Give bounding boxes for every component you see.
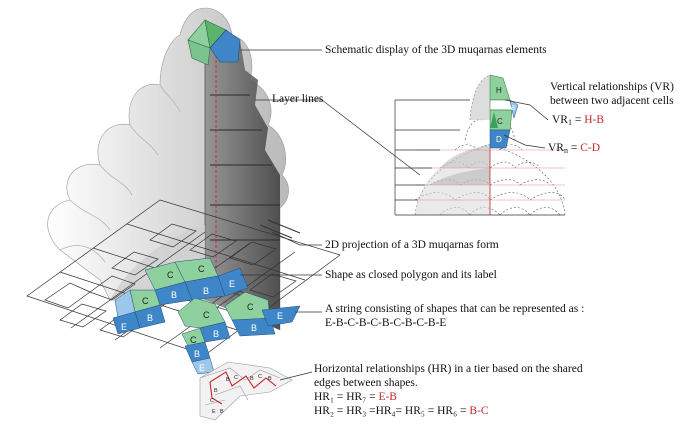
model-layer-steps — [210, 94, 280, 241]
hr1-value: E-B — [378, 391, 397, 403]
string-label-e1: E — [277, 311, 283, 321]
string-label-c3: C — [190, 335, 197, 345]
label-hr2: HR₂ = HR₃ =HR₄= HR₅ = HR₆ = B-C — [314, 404, 489, 418]
cell-label-e3: E — [121, 322, 127, 332]
cell-label-c: C — [497, 117, 503, 126]
vr1-value: H-B — [584, 114, 605, 126]
vr1-prefix: VR — [552, 114, 568, 126]
label-projection: 2D projection of a 3D muqarnas form — [325, 239, 499, 251]
svg-text:B: B — [220, 409, 224, 415]
svg-text:B: B — [214, 388, 218, 394]
svg-text:B: B — [250, 376, 254, 382]
hr-detail: B C B C B B C E B — [199, 361, 293, 421]
label-vr-line2: between two adjacent cells — [550, 95, 674, 107]
cell-label-d: D — [496, 135, 502, 144]
svg-text:C: C — [258, 374, 262, 380]
cell-label-b1: B — [203, 286, 209, 296]
model-section-cut — [205, 40, 280, 330]
label-string-line2: E-B-C-B-C-B-C-B-C-B-E — [325, 317, 447, 329]
svg-text:B: B — [226, 377, 230, 383]
hr1-text: HR₁ = HR₇ = — [314, 391, 379, 403]
cell-label-c1: C — [167, 270, 174, 280]
top-blue-cell — [209, 29, 241, 63]
cell-label-c3: C — [142, 296, 149, 306]
cell-strip-labeled: C C B B E C B E — [112, 257, 249, 335]
string-label-c2: C — [247, 302, 254, 312]
label-shape-polygon: Shape as closed polygon and its label — [325, 269, 497, 281]
elevation-diagram: H B C D — [394, 74, 566, 216]
projection-grid — [26, 199, 341, 356]
svg-text:E: E — [212, 409, 216, 415]
string-label-b1: B — [213, 329, 219, 339]
vr1-eq: = — [571, 114, 585, 126]
hr2-value: B-C — [469, 405, 489, 417]
cell-label-e1: E — [229, 279, 235, 289]
string-label-e2: E — [199, 363, 205, 373]
label-vrn: VRn = C-D — [548, 141, 600, 158]
leader-lines — [240, 49, 549, 381]
shape-string: C B C B E C B E — [177, 291, 301, 375]
label-hr1: HR₁ = HR₇ = E-B — [314, 390, 397, 404]
cell-label-h: H — [496, 86, 502, 95]
label-vr1: VR1 = H-B — [552, 113, 604, 130]
cell-b — [509, 99, 519, 119]
vrn-prefix: VR — [548, 142, 564, 154]
hr2-text: HR₂ = HR₃ =HR₄= HR₅ = HR₆ = — [314, 405, 470, 417]
svg-text:B: B — [268, 376, 272, 382]
vrn-eq: = — [567, 142, 581, 154]
cell-label-c2: C — [198, 264, 205, 274]
cell-label-b3: B — [147, 313, 153, 323]
cell-label-b: B — [511, 106, 515, 112]
cell-label-b2: B — [171, 290, 177, 300]
svg-text:C: C — [234, 375, 238, 381]
svg-text:C: C — [210, 398, 214, 404]
vrn-value: C-D — [580, 142, 601, 154]
label-schematic: Schematic display of the 3D muqarnas ele… — [325, 44, 547, 56]
hr-red-path — [209, 371, 277, 389]
vrn-sub: n — [563, 146, 568, 155]
label-layer-lines: Layer lines — [272, 93, 324, 105]
label-hr-line1: Horizontal relationships (HR) in a tier … — [314, 363, 583, 375]
label-string-line1: A string consisting of shapes that can b… — [325, 303, 585, 315]
label-vr-line1: Vertical relationships (VR) — [550, 81, 674, 93]
cell-d — [489, 129, 511, 149]
string-label-c1: C — [203, 310, 210, 320]
string-label-b3: B — [194, 349, 200, 359]
label-hr-line2: edges between shapes. — [314, 377, 418, 389]
vr1-sub: 1 — [567, 118, 572, 127]
string-label-b2: B — [251, 323, 257, 333]
layer-lines-bracket — [394, 99, 565, 216]
cell-e3 — [112, 311, 141, 335]
